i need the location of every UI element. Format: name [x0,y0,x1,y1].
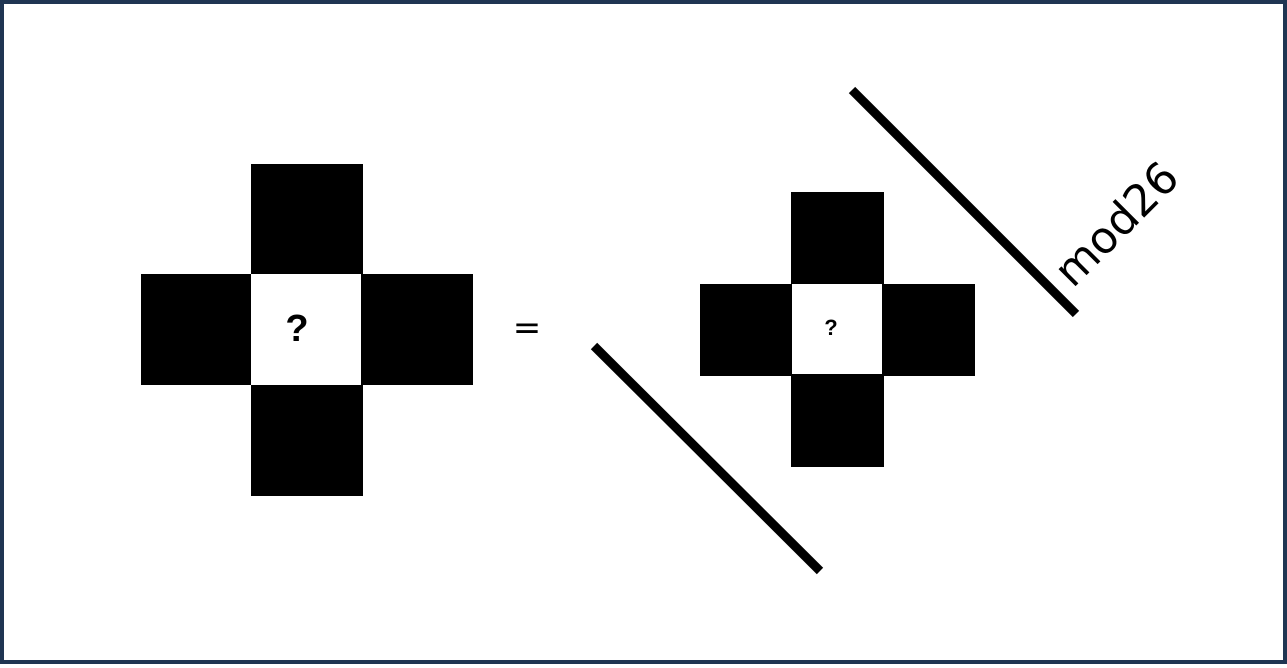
left-cross-left-square [141,274,251,385]
delimiter-strokes [590,86,1080,575]
right-cross-bottom-square [791,374,884,467]
left-cross-top-square [251,164,363,274]
left-cross-center-symbol: ? [285,308,309,350]
left-cross-bottom-square [251,385,363,496]
right-cross-right-square [882,284,975,376]
right-delimiter-stroke [848,86,1080,318]
left-delimiter-stroke [590,342,824,575]
equals-sign: = [512,308,542,348]
right-cross-center-symbol: ? [824,315,838,340]
right-cross-left-square [700,284,792,376]
right-cross-top-square [791,192,884,284]
left-cross-right-square [361,274,473,385]
